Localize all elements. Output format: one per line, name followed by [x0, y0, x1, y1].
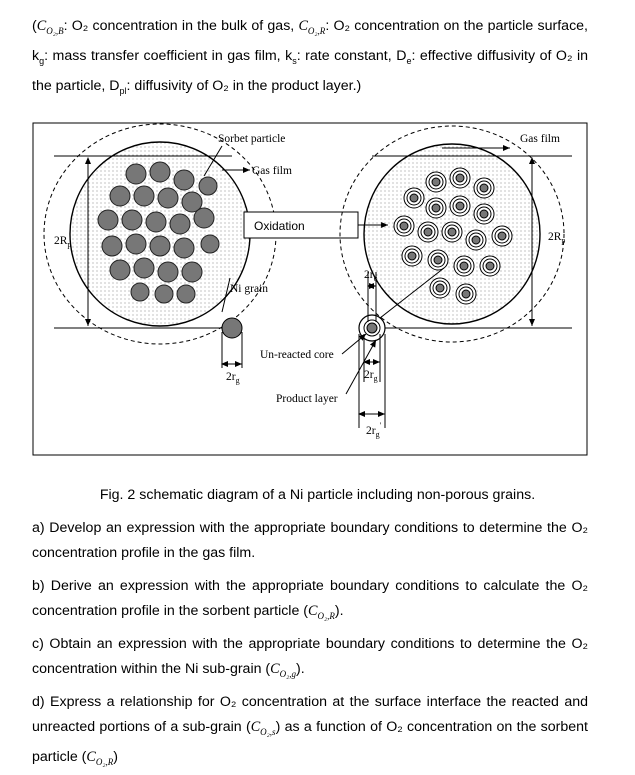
intro-paragraph: (CO₂,B: O₂ concentration in the bulk of …	[32, 18, 588, 96]
question-b: b) Derive an expression with the appropr…	[32, 578, 588, 621]
right-sorbent-particle	[339, 125, 565, 343]
label-ni-grain: Ni grain	[230, 283, 268, 295]
svg-text:2rg: 2rg	[364, 369, 378, 383]
svg-text:2Rp: 2Rp	[548, 231, 565, 245]
question-d: d) Express a relationship for O₂ concent…	[32, 694, 588, 767]
label-unreacted-core: Un-reacted core	[260, 349, 334, 361]
label-product-layer: Product layer	[276, 393, 338, 405]
svg-text:2rg': 2rg'	[366, 421, 382, 439]
figure-caption: Fig. 2 schematic diagram of a Ni particl…	[99, 487, 536, 503]
svg-text:2Rp: 2Rp	[54, 235, 71, 249]
symbol-c-bulk: C	[36, 18, 47, 34]
question-c: c) Obtain an expression with the appropr…	[32, 636, 588, 679]
question-a: a) Develop an expression with the approp…	[32, 520, 588, 561]
symbol-c-surface: C	[298, 18, 308, 34]
figure-frame	[32, 122, 588, 456]
label-gas-film-left: Gas film	[252, 165, 292, 177]
label-gas-film-right: Gas film	[520, 133, 560, 145]
left-sorbent-particle	[43, 123, 277, 345]
label-oxidation: Oxidation	[254, 219, 305, 233]
label-sorbent-particle: Sorbet particle	[218, 133, 285, 145]
svg-text:2rg: 2rg	[226, 371, 240, 385]
svg-text:2rc: 2rc	[364, 269, 378, 283]
schematic-figure: 2Rp Sorbet particle Gas film Oxidation N…	[32, 122, 588, 456]
